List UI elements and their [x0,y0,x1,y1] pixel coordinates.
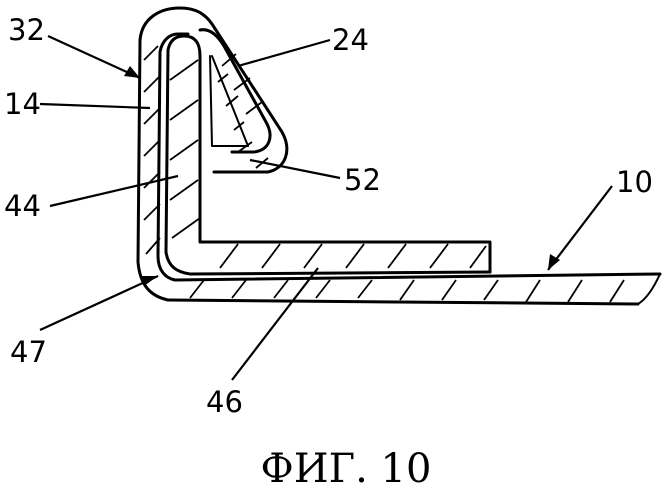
leader-32 [48,36,140,78]
leader-lines [40,36,612,380]
cover-layer-14 [138,8,287,300]
leader-52 [250,160,340,178]
arrowhead-32 [124,66,140,78]
label-14: 14 [4,87,41,121]
label-32: 32 [8,13,45,47]
sheet-part-10 [168,274,660,304]
label-52: 52 [344,163,381,197]
label-44: 44 [4,189,41,223]
label-24: 24 [332,23,369,57]
arrowhead-47 [140,276,158,286]
figure-caption: ФИГ. 10 [261,446,432,492]
arrowheads [124,66,560,286]
reference-numerals: 32 24 14 52 44 10 47 46 [4,13,653,419]
leader-46 [232,268,318,380]
leader-24 [238,40,330,66]
label-10: 10 [616,165,653,199]
label-47: 47 [10,335,47,369]
leader-14 [40,104,150,108]
label-46: 46 [206,385,243,419]
core-part-44-46 [166,36,490,274]
leader-47 [40,276,158,330]
leader-10 [548,186,612,270]
